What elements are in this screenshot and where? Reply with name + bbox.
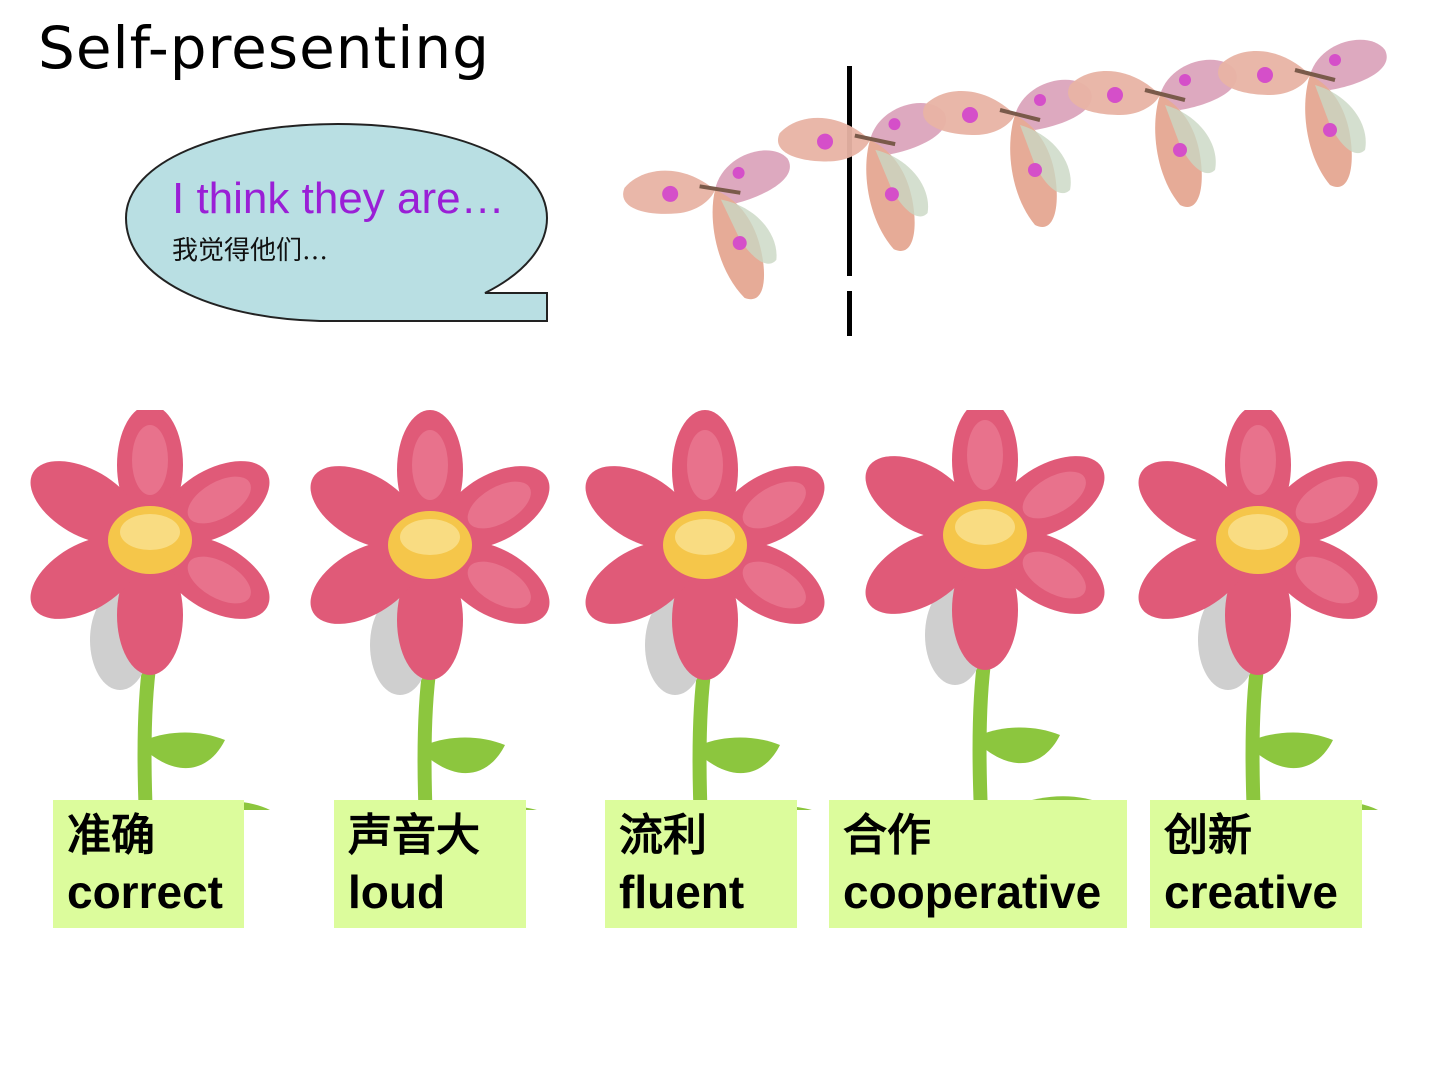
butterfly-4 [1066,57,1239,209]
label-english: cooperative [843,866,1102,918]
slide-title: Self-presenting [38,14,490,82]
flower-label-loud: 声音大 loud [334,800,526,928]
flower-1 [17,410,284,810]
bubble-english-text: I think they are… [172,174,505,223]
butterfly-3 [921,77,1094,229]
label-english: creative [1164,866,1338,918]
flower-5 [1125,410,1392,810]
flower-3 [572,410,839,810]
flower-label-fluent: 流利 fluent [605,800,797,928]
butterfly-1 [618,146,804,312]
speech-bubble [124,122,549,322]
bubble-chinese-text: 我觉得他们… [172,236,329,266]
flower-label-creative: 创新 creative [1150,800,1362,928]
label-chinese: 准确 [67,810,155,861]
label-chinese: 流利 [619,810,707,861]
flower-4 [852,410,1119,810]
divider-line [847,66,852,336]
label-english: correct [67,866,223,918]
label-english: loud [348,866,446,918]
label-chinese: 合作 [843,810,931,861]
flower-label-cooperative: 合作 cooperative [829,800,1127,928]
label-chinese: 创新 [1164,810,1252,861]
flower-label-correct: 准确 correct [53,800,244,928]
label-chinese: 声音大 [348,810,480,861]
butterfly-2 [777,102,951,255]
flower-2 [297,410,564,810]
butterfly-5 [1216,37,1389,189]
label-english: fluent [619,866,745,918]
butterflies-group [618,37,1389,312]
flowers-group [0,410,1440,810]
